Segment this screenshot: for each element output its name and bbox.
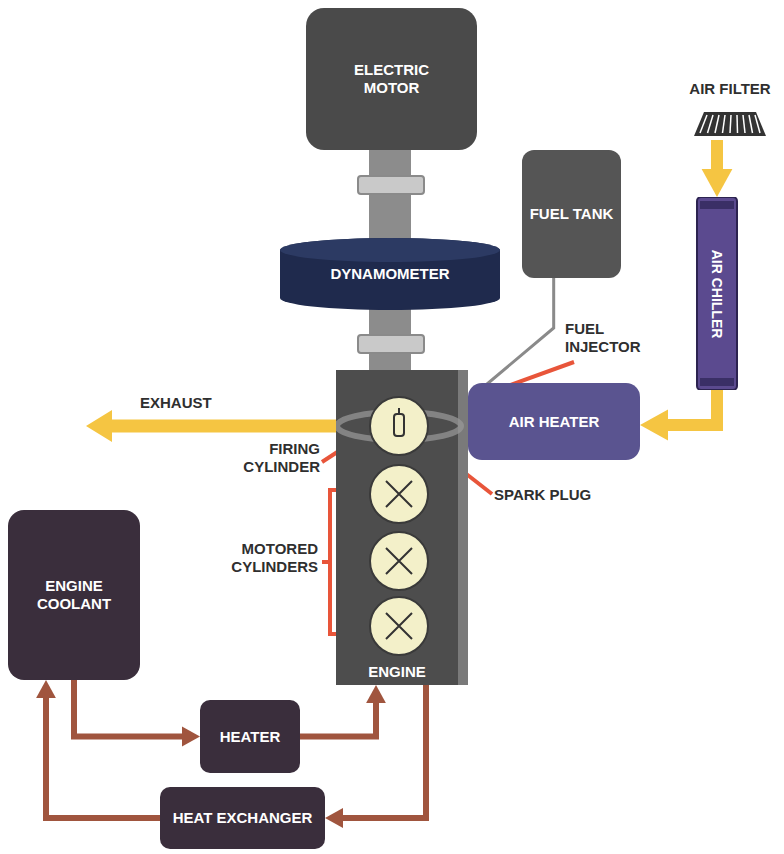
filter-pleat (700, 115, 707, 133)
part-label: SPARK PLUG (494, 486, 624, 504)
filter-pleat (755, 115, 760, 133)
chiller-cap (700, 201, 734, 209)
cylinder (370, 465, 428, 523)
flow-connector (300, 696, 376, 737)
engine-body (336, 370, 468, 685)
arrowhead (366, 685, 386, 703)
node-label: ELECTRIC MOTOR (337, 61, 447, 97)
node-label: ENGINE (368, 663, 426, 681)
shaft-coupling (358, 176, 424, 194)
arrowhead (640, 410, 668, 441)
spark-plug (398, 408, 400, 414)
filter-pleat (715, 115, 719, 133)
exchanger-box: HEAT EXCHANGER (160, 787, 325, 849)
part-label: MOTORED CYLINDERS (196, 540, 318, 576)
heater-box: HEATER (200, 700, 300, 773)
engine-side (458, 370, 468, 685)
cylinder-cross (386, 613, 412, 639)
cylinder (370, 532, 428, 590)
dynamometer-disk: DYNAMOMETER (278, 236, 502, 312)
node-label: HEATER (220, 728, 281, 746)
exhaust-arrow (110, 420, 340, 433)
flow-connector (46, 691, 160, 818)
chiller-body (697, 197, 737, 390)
filter-pleat (708, 115, 714, 133)
motor-box: ELECTRIC MOTOR (306, 8, 477, 150)
chiller-cap (700, 378, 734, 386)
cylinder-cross (386, 481, 412, 507)
arrowhead (702, 169, 733, 197)
air-filter: AIR FILTER (680, 80, 780, 138)
node-label: HEAT EXCHANGER (173, 809, 313, 827)
node-label: ENGINE COOLANT (24, 577, 124, 613)
filter-pleat (736, 115, 738, 133)
node-label: AIR FILTER (689, 80, 770, 98)
node-shape (336, 370, 468, 685)
filter-pleat (743, 115, 745, 133)
arrowhead (182, 727, 200, 747)
cylinder (370, 397, 428, 455)
engine-block: ENGINE (336, 370, 468, 685)
chiller-cylinder: AIR CHILLER (696, 197, 738, 390)
filter-pleat (749, 115, 753, 133)
disk-body (280, 238, 500, 310)
flow-connector (336, 685, 426, 818)
node-label: AIR CHILLER (709, 249, 726, 338)
filter-pleat (730, 115, 731, 133)
filter-shape (694, 112, 766, 136)
exhaust-arrowhead (86, 410, 112, 442)
flow-connector (74, 680, 189, 737)
node-label: DYNAMOMETER (330, 265, 449, 283)
coolant-tank: ENGINE COOLANT (8, 510, 140, 680)
node-label: FUEL TANK (530, 205, 614, 223)
part-label: FIRING CYLINDER (196, 440, 320, 476)
spark-plug (394, 414, 404, 436)
part-label: EXHAUST (140, 394, 250, 412)
arrowhead (36, 680, 56, 698)
filter-pleat (723, 115, 726, 133)
disk-top (280, 238, 500, 262)
arrowhead (325, 808, 343, 828)
tank-box: FUEL TANK (522, 150, 622, 278)
cylinder (370, 597, 428, 655)
node-label: AIR HEATER (509, 413, 600, 431)
heater-box: AIR HEATER (468, 383, 640, 460)
cylinder-cross (386, 548, 412, 574)
part-label: FUEL INJECTOR (565, 320, 675, 356)
flow-connector (369, 150, 411, 242)
shaft-coupling (358, 335, 424, 353)
